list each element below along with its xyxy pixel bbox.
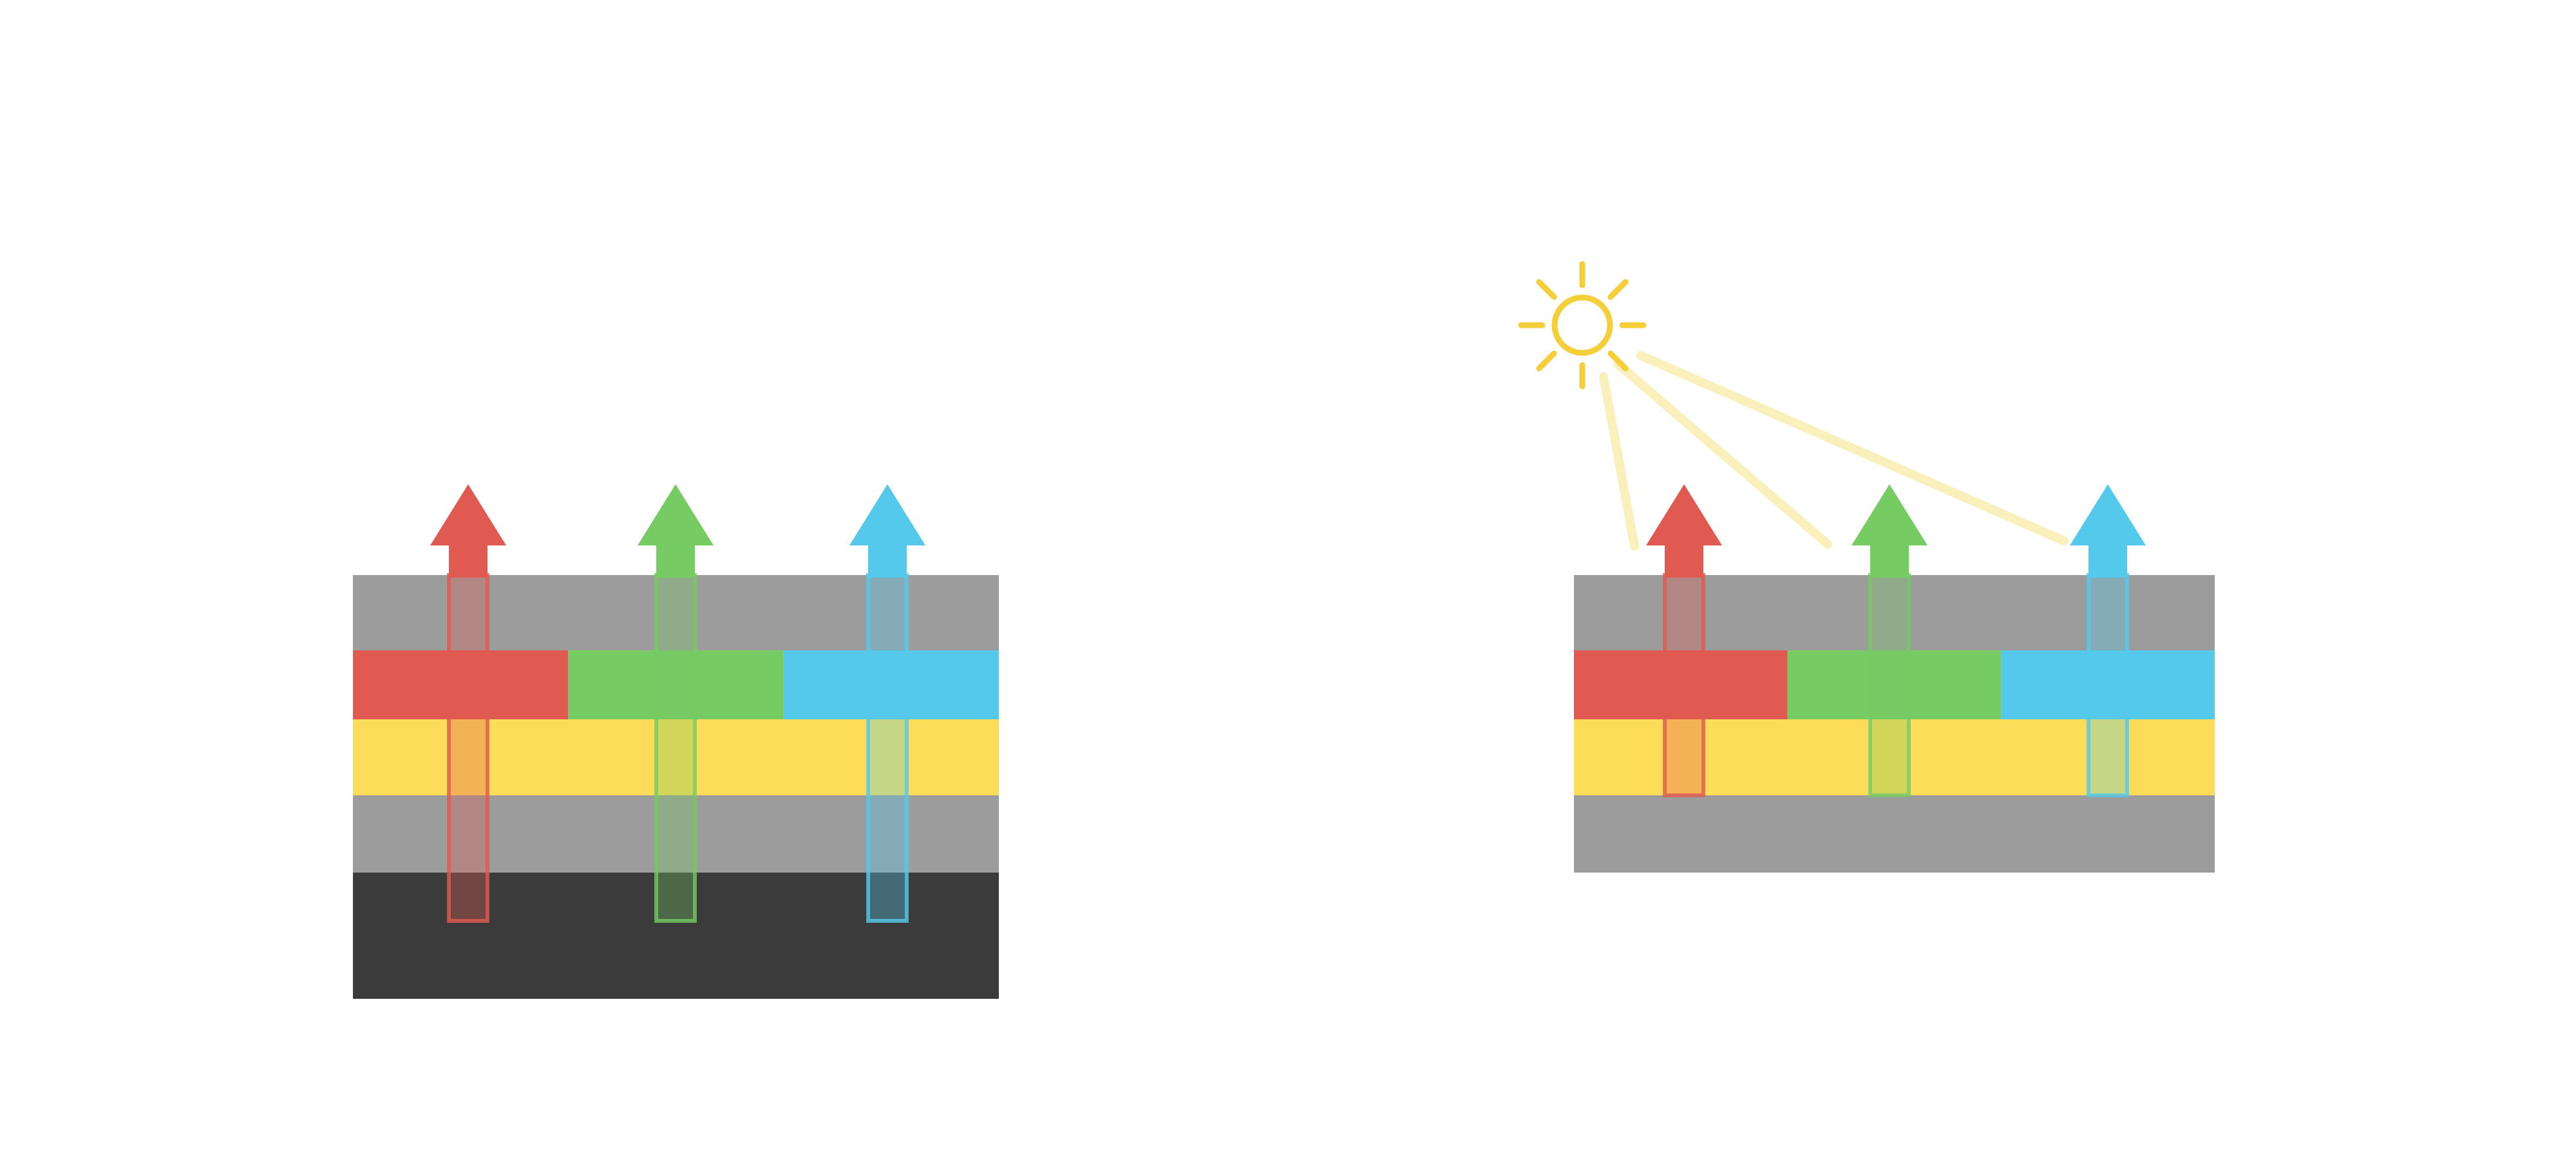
sun-beam: [1599, 372, 1639, 551]
sun-ray: [1536, 350, 1557, 372]
green-subpixel: [568, 650, 784, 719]
green-light-arrow-shaft: [1868, 573, 1911, 797]
reflective-display-stack: [1518, 261, 2215, 873]
backlit-display-stack: [353, 484, 999, 999]
blue-subpixel: [783, 650, 999, 719]
gray-top-layer: [353, 575, 999, 650]
yellow-layer: [353, 719, 999, 795]
sun-beam: [1636, 351, 2069, 545]
sun-ray: [1607, 350, 1629, 372]
blue-light-arrow-head: [849, 484, 925, 545]
red-light-arrow-shaft: [447, 573, 489, 923]
sun-icon: [1518, 261, 1647, 390]
red-subpixel: [353, 650, 569, 719]
blue-light-arrow-stem: [868, 544, 907, 578]
sun-ray: [1607, 279, 1629, 300]
gray-bottom-layer: [1574, 795, 2215, 873]
red-light-arrow-stem: [1665, 544, 1703, 578]
blue-subpixel: [2001, 650, 2215, 719]
sun-ray: [1536, 279, 1557, 300]
green-light-arrow-head: [638, 484, 714, 545]
sun-core: [1551, 294, 1613, 356]
green-light-arrow-stem: [1870, 544, 1909, 578]
yellow-layer: [1574, 719, 2215, 795]
green-light-arrow-head: [1852, 484, 1927, 545]
green-light-arrow-stem: [656, 544, 695, 578]
green-subpixel: [1787, 650, 2002, 719]
gray-top-layer: [1574, 575, 2215, 650]
sun-beam: [1614, 360, 1832, 549]
green-light-arrow-shaft: [654, 573, 697, 923]
red-light-arrow-shaft: [1663, 573, 1705, 797]
red-light-arrow-head: [1646, 484, 1722, 545]
blue-light-arrow-head: [2070, 484, 2146, 545]
dark-base-layer: [353, 873, 999, 999]
red-subpixel: [1574, 650, 1788, 719]
gray-bottom-layer: [353, 795, 999, 873]
blue-light-arrow-stem: [2088, 544, 2127, 578]
blue-light-arrow-shaft: [2087, 573, 2129, 797]
blue-light-arrow-shaft: [866, 573, 909, 923]
red-light-arrow-head: [430, 484, 506, 545]
red-light-arrow-stem: [449, 544, 488, 578]
